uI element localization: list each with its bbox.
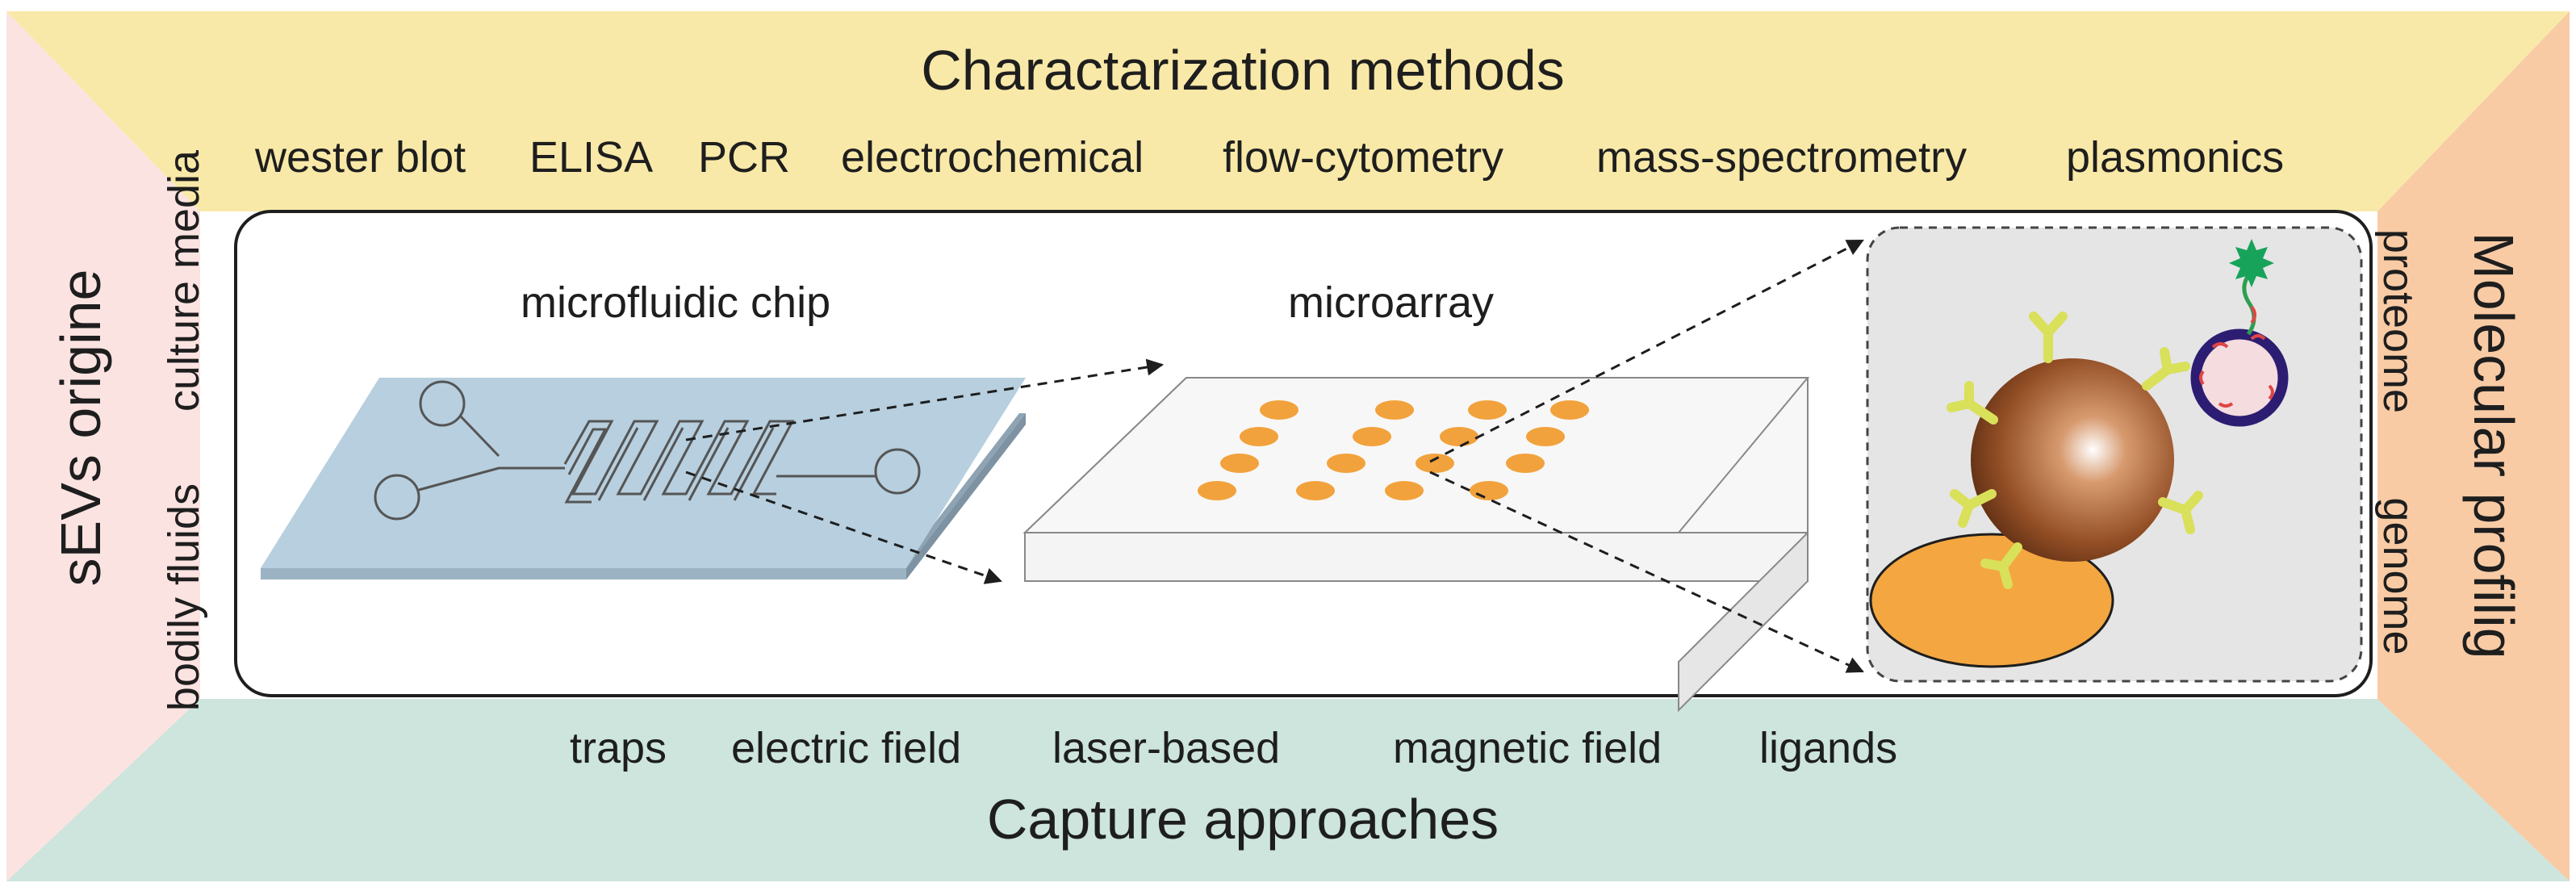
array-spot <box>1296 481 1335 500</box>
zoom-arrows <box>685 239 1864 673</box>
array-spot <box>1506 454 1545 473</box>
right-band <box>2377 11 2570 881</box>
microarray-spots <box>1198 400 1589 500</box>
target-item: genome <box>2374 497 2423 655</box>
array-spot <box>1327 454 1365 473</box>
array-spot <box>1385 481 1424 500</box>
method-item: mass-spectrometry <box>1596 133 1968 182</box>
left-title: sEVs origine <box>49 269 112 587</box>
source-item: bodily fluids <box>160 483 208 712</box>
top-title: Charactarization methods <box>921 39 1565 102</box>
array-spot <box>1550 400 1589 420</box>
array-spot <box>1198 481 1236 500</box>
array-spot <box>1260 400 1298 420</box>
target-item: proteome <box>2374 228 2423 414</box>
array-spot <box>1375 400 1414 420</box>
method-item: PCR <box>698 133 791 182</box>
linker-icon <box>2242 270 2256 336</box>
array-spot <box>1440 427 1478 446</box>
approach-item: laser-based <box>1052 724 1281 772</box>
array-spot <box>1353 427 1391 446</box>
method-item: flow-cytometry <box>1223 133 1504 182</box>
microfluidic-chip-label: microfluidic chip <box>521 278 831 327</box>
array-spot <box>1240 427 1278 446</box>
method-item: electrochemical <box>841 133 1144 182</box>
approach-item: electric field <box>731 724 962 772</box>
bottom-band <box>6 699 2570 881</box>
liposome-icon <box>2190 328 2289 427</box>
approach-item: traps <box>570 724 667 772</box>
right-title: Molecular profilig <box>2462 232 2525 659</box>
method-item: ELISA <box>529 133 654 182</box>
zoom-inset <box>1866 226 2363 683</box>
source-item: culture media <box>160 149 208 412</box>
array-spot <box>1416 454 1454 473</box>
substrate-spot <box>1869 533 2114 668</box>
array-spot <box>1468 400 1507 420</box>
left-band <box>6 11 200 881</box>
microfluidic-chip-icon <box>261 378 1026 579</box>
antibody-icon <box>1947 312 2203 589</box>
bottom-title: Capture approaches <box>986 788 1499 851</box>
fluorophore-icon <box>2229 239 2274 287</box>
array-spot <box>1526 427 1565 446</box>
method-item: wester blot <box>255 133 466 182</box>
microarray-label: microarray <box>1288 278 1495 327</box>
approach-item: ligands <box>1759 724 1898 772</box>
method-item: plasmonics <box>2066 133 2285 182</box>
array-spot <box>1470 481 1508 500</box>
vesicle-icon <box>1971 358 2174 562</box>
approach-item: magnetic field <box>1393 724 1662 772</box>
top-band <box>6 11 2570 211</box>
array-spot <box>1220 454 1259 473</box>
linker-icon <box>2250 305 2256 324</box>
